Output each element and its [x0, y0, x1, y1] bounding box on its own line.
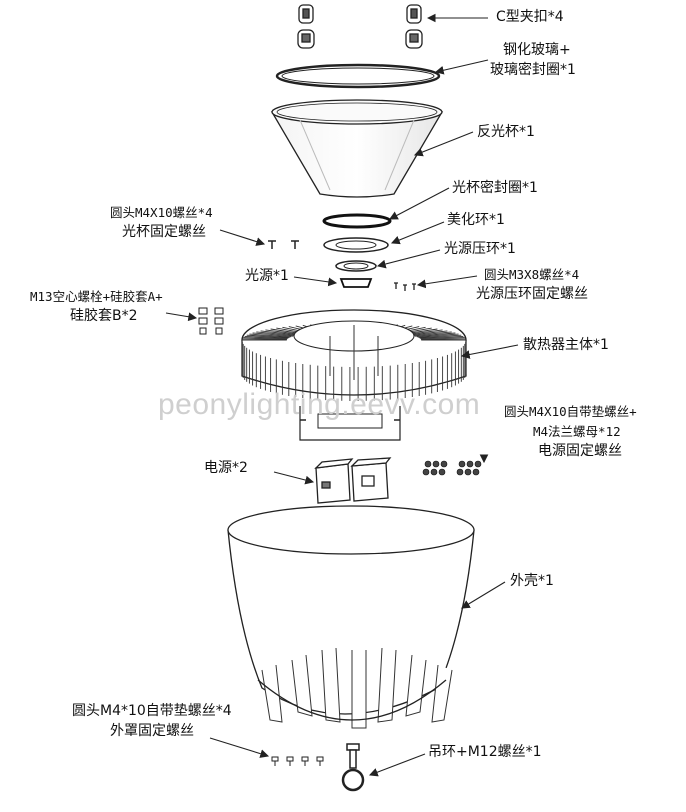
watermark: peonylighting.eevv.com: [158, 388, 481, 421]
outer-housing: [227, 505, 475, 729]
label-glass-line2: 玻璃密封圈*1: [490, 62, 576, 78]
label-trim-ring: 美化环*1: [447, 212, 505, 228]
lifting-eye-bolt: [341, 743, 365, 792]
label-psu-screw-line1: 圆头M4X10自带垫螺丝+: [504, 404, 637, 419]
label-cover-screw-line1: 圆头M4*10自带垫螺丝*4: [72, 703, 232, 719]
c-clip-group: [297, 4, 423, 49]
c-clip-part: [405, 4, 423, 49]
label-m13-line2: 硅胶套B*2: [70, 308, 138, 324]
heatsink-fin-top: [414, 332, 456, 337]
heatsink-fin-top: [256, 331, 296, 337]
cup-screws: [268, 240, 299, 249]
label-heatsink: 散热器主体*1: [523, 337, 609, 353]
heatsink-fin-top: [420, 337, 465, 340]
label-light-source: 光源*1: [245, 268, 289, 284]
heatsink-fin-top: [243, 337, 288, 340]
source-press-ring: [335, 260, 377, 272]
press-ring-screws: [394, 282, 416, 291]
heatsink-fin-top: [418, 334, 462, 338]
label-hook: 吊环+M12螺丝*1: [428, 744, 542, 760]
label-m13-line1: M13空心螺栓+硅胶套A+: [30, 289, 163, 304]
label-cup-screw-line2: 光杯固定螺丝: [122, 224, 206, 240]
psu-fastener-set: [422, 460, 482, 476]
label-psu-screw-line2: M4法兰螺母*12: [533, 424, 621, 439]
label-press-screw-line2: 光源压环固定螺丝: [476, 286, 588, 302]
leader-lines: [165, 13, 519, 777]
label-glass-line1: 钢化玻璃+: [503, 42, 571, 58]
label-c-clip: C型夹扣*4: [496, 9, 564, 25]
label-reflector: 反光杯*1: [477, 124, 535, 140]
heatsink-fin-top: [246, 334, 290, 338]
label-power-supply: 电源*2: [204, 460, 248, 476]
heatsink-fin-top: [416, 333, 459, 338]
heatsink-body: [241, 309, 467, 441]
heatsink-fin-top: [409, 330, 448, 336]
heatsink-fin-top: [412, 331, 452, 337]
heatsink-fin-top: [244, 335, 289, 339]
label-source-press: 光源压环*1: [444, 241, 516, 257]
heatsink-fin-top: [249, 333, 292, 338]
heatsink-fin-top: [419, 335, 464, 339]
cover-screws: [271, 756, 324, 766]
heatsink-fin-top: [252, 332, 294, 337]
heatsink-fin-top: [260, 330, 299, 336]
heatsink-fin-top: [420, 338, 466, 340]
trim-ring: [323, 237, 389, 253]
label-housing: 外壳*1: [510, 573, 554, 589]
m13-bolt-set: [198, 307, 224, 335]
label-psu-screw-line3: 电源固定螺丝: [538, 443, 622, 459]
light-source-chip: [339, 278, 373, 288]
label-cup-screw-line1: 圆头M4X10螺丝*4: [110, 205, 213, 220]
glass-ring: [275, 63, 441, 89]
c-clip-part: [297, 4, 315, 49]
reflector-cup: [270, 99, 444, 198]
power-supply-units: [314, 457, 392, 504]
cup-seal: [322, 213, 392, 229]
label-cover-screw-line2: 外罩固定螺丝: [110, 723, 194, 739]
heatsink-fin-top: [242, 338, 288, 340]
label-press-screw-line1: 圆头M3X8螺丝*4: [484, 267, 580, 282]
label-cup-seal: 光杯密封圈*1: [452, 180, 538, 196]
